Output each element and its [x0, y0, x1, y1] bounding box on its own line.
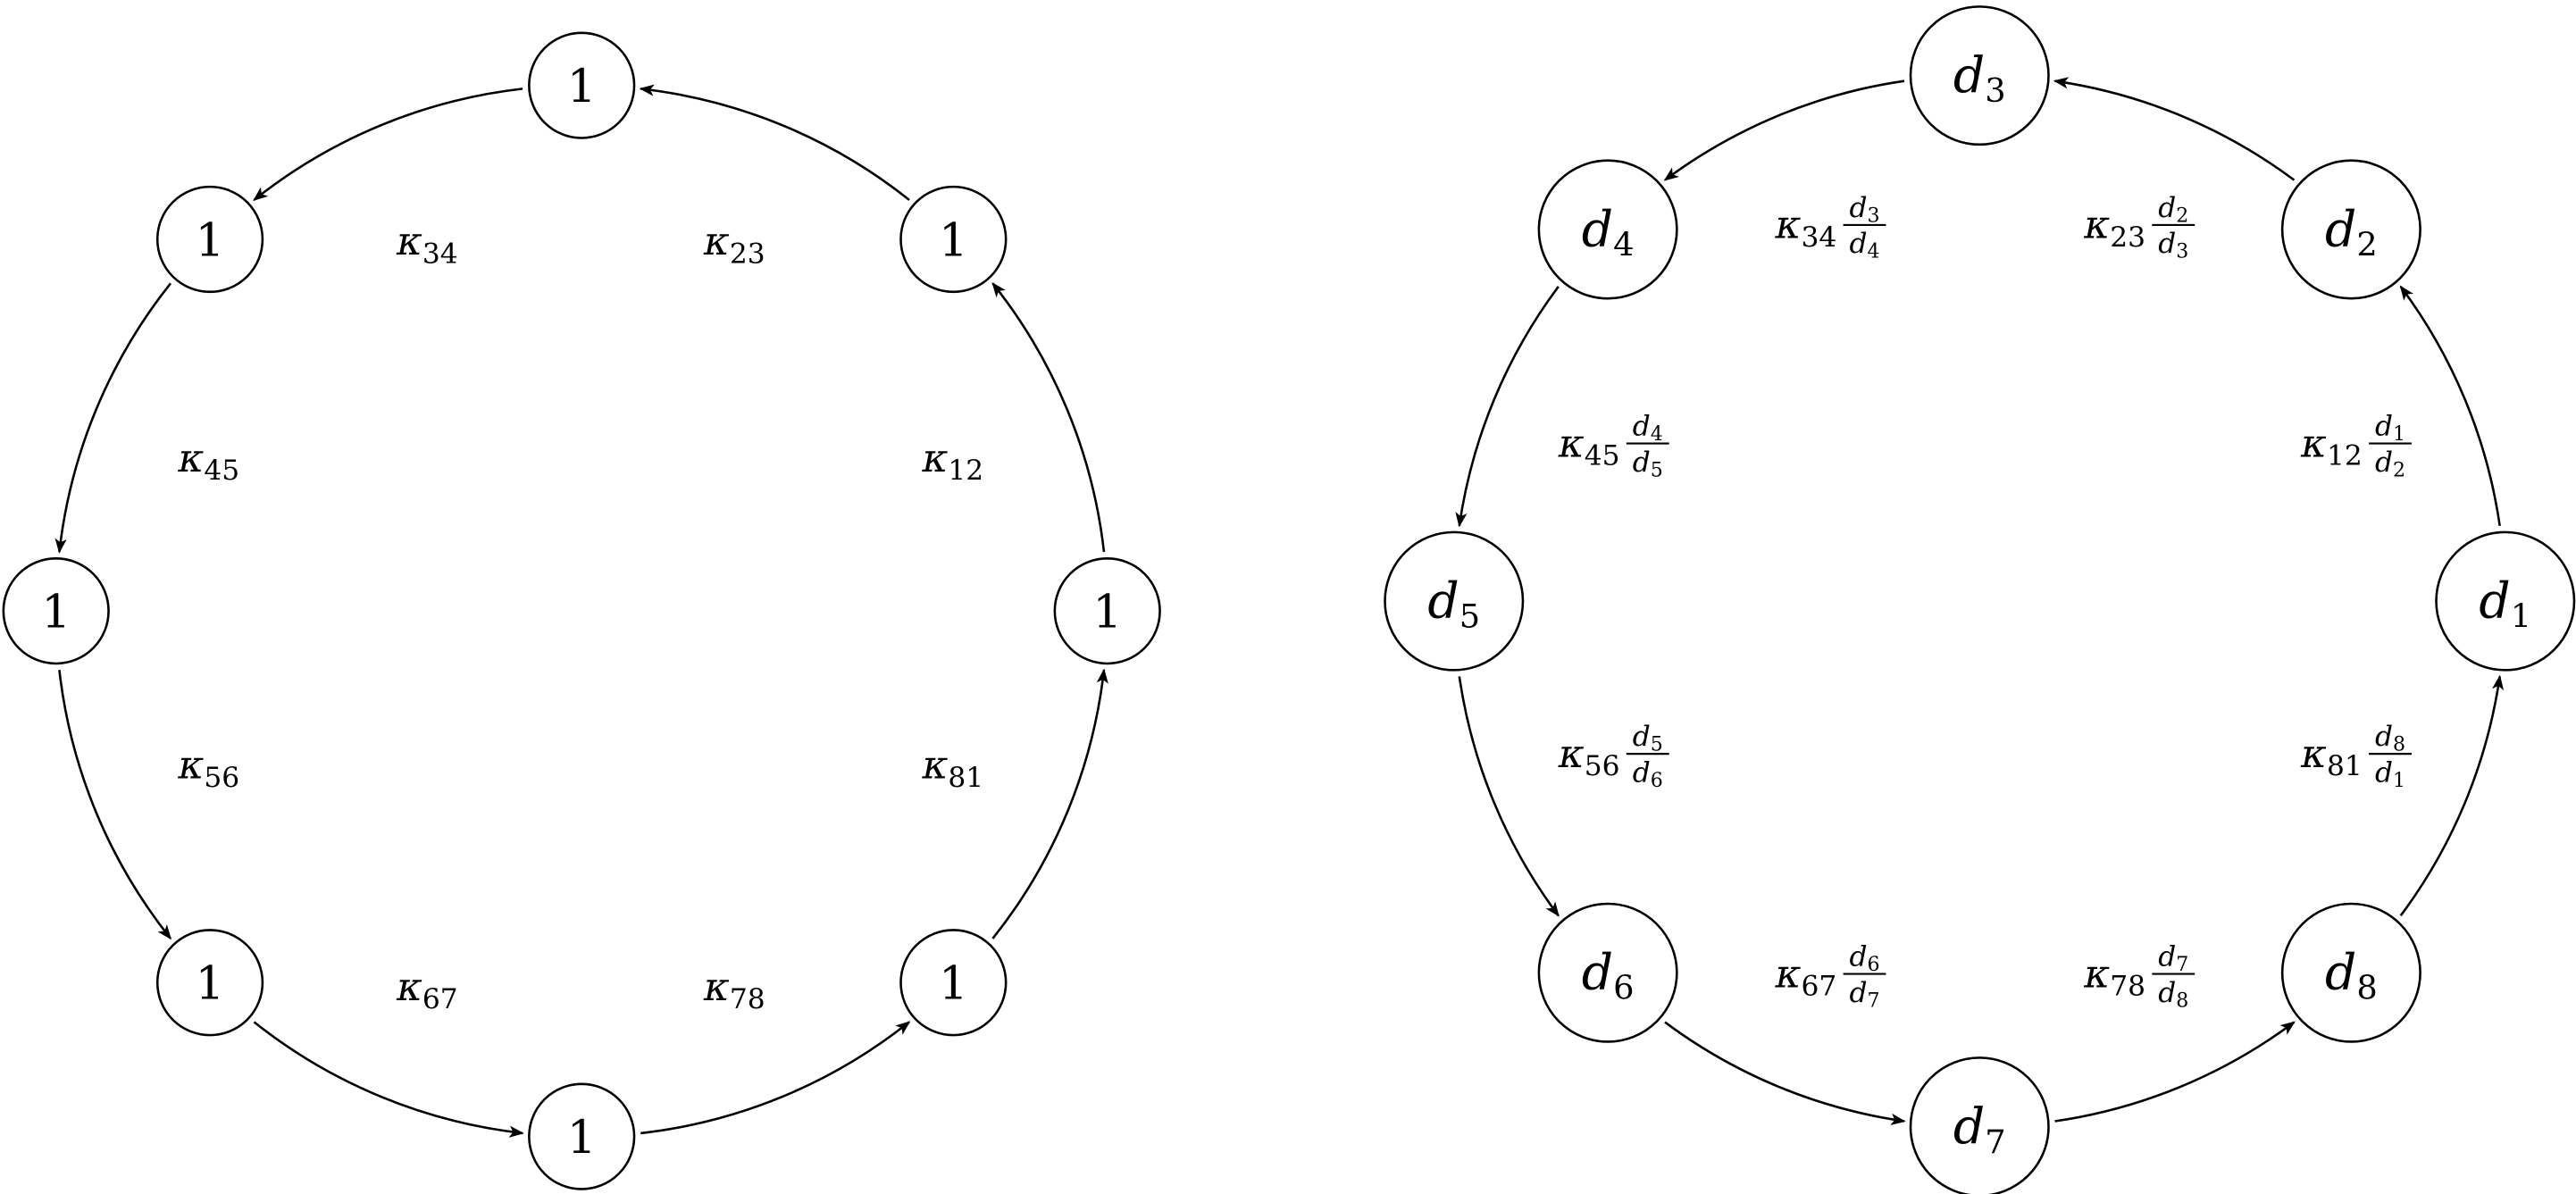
edge-arrow-8-1: [2399, 674, 2505, 917]
node-label: d5: [1427, 572, 1480, 635]
node-label: 1: [939, 957, 968, 1011]
fraction-denominator: d2: [2375, 447, 2405, 482]
node-circle: [1909, 1056, 2050, 1194]
node-label: d6: [1582, 945, 1635, 1007]
node-1: 1: [1053, 556, 1161, 665]
fraction-numerator: d7: [2158, 940, 2188, 976]
fraction-numerator: d8: [2375, 721, 2405, 756]
node-label: d1: [2479, 572, 2531, 635]
edge-arrow-7-8: [2054, 1021, 2296, 1123]
edge-rate-label-12: κ12: [921, 436, 983, 487]
edge-rate-label-45: κ45: [1558, 421, 1620, 472]
node-2: d2: [2280, 159, 2421, 300]
edge-arrow-5-6: [1458, 676, 1560, 917]
node-4: d4: [1537, 159, 1678, 300]
fraction-numerator: d2: [2158, 192, 2188, 228]
fraction-denominator: d5: [1633, 447, 1663, 482]
edge-arrow-3-4: [1663, 79, 1905, 181]
edge-rate-label-23: κ23: [2083, 203, 2145, 254]
node-circle: [899, 929, 1008, 1037]
node-label: 1: [196, 957, 225, 1011]
edge-rate-label-12: κ12: [2300, 421, 2363, 472]
fraction-numerator: d1: [2375, 410, 2405, 446]
edge-rate-label-56: κ56: [1558, 731, 1620, 782]
fraction-numerator: d5: [1633, 721, 1663, 756]
edge-arrow-6-7: [253, 1021, 524, 1138]
edge-rate-label-78: κ78: [2083, 951, 2145, 1002]
fraction-denominator: d6: [1633, 756, 1663, 792]
edge-rate-label-23: κ23: [703, 219, 765, 270]
edge-arrow-2-3: [2053, 77, 2296, 181]
node-circle: [155, 185, 264, 294]
node-label: 1: [196, 213, 225, 267]
node-circle: [1537, 902, 1678, 1043]
fraction-denominator: d7: [1849, 977, 1879, 1013]
node-circle: [1909, 5, 2050, 146]
edge-rate-label-34: κ34: [396, 219, 458, 270]
fraction-denominator: d1: [2375, 756, 2405, 792]
edge-rate-label-45: κ45: [177, 436, 239, 487]
fraction-numerator: d6: [1849, 940, 1879, 976]
fraction-denominator: d3: [2158, 228, 2188, 263]
node-circle: [2, 556, 110, 665]
node-8: d8: [2280, 902, 2421, 1043]
node-6: d6: [1537, 902, 1678, 1043]
node-label: d7: [1953, 1098, 2006, 1161]
edge-rate-label-78: κ78: [703, 964, 765, 1015]
node-circle: [2280, 159, 2421, 300]
edge-arrow-1-2: [991, 282, 1106, 553]
fraction-denominator: d8: [2158, 977, 2188, 1013]
edge-rate-label-81: κ81: [2300, 731, 2363, 782]
fraction-denominator: d4: [1849, 228, 1879, 263]
edge-rate-label-56: κ56: [177, 743, 239, 794]
node-label: d8: [2325, 945, 2378, 1007]
node-7: 1: [528, 1082, 636, 1190]
node-5: d5: [1384, 530, 1525, 672]
node-circle: [528, 1082, 636, 1190]
node-6: 1: [155, 929, 264, 1037]
node-label: 1: [41, 586, 71, 639]
node-circle: [2435, 530, 2576, 672]
node-5: 1: [2, 556, 110, 665]
edge-arrow-4-5: [54, 282, 171, 554]
node-circle: [1053, 556, 1161, 665]
node-circle: [528, 31, 636, 139]
fraction-numerator: d3: [1849, 192, 1879, 228]
edge-rate-label-67: κ67: [1775, 951, 1837, 1002]
edge-rate-label-67: κ67: [396, 964, 458, 1015]
node-label: d3: [1953, 47, 2006, 110]
edge-arrow-3-4: [253, 88, 523, 201]
edge-arrow-6-7: [1664, 1021, 1906, 1125]
node-label: 1: [567, 1111, 597, 1165]
fraction-numerator: d4: [1633, 410, 1663, 446]
node-label: d4: [1582, 201, 1635, 263]
left-cycle-graph: κ12 κ23 κ34 κ45 κ56 κ67 κ78 κ81 1 1 1 1 1 1 1 1: [2, 31, 1161, 1190]
edge-arrow-4-5: [1455, 286, 1560, 528]
edge-arrow-8-1: [991, 668, 1108, 939]
node-3: d3: [1909, 5, 2050, 146]
node-label: d2: [2325, 201, 2378, 263]
edge-arrow-2-3: [639, 84, 910, 201]
node-8: 1: [899, 929, 1008, 1037]
node-circle: [1384, 530, 1525, 672]
node-label: 1: [939, 213, 968, 267]
node-circle: [2280, 902, 2421, 1043]
node-1: d1: [2435, 530, 2576, 672]
node-3: 1: [528, 31, 636, 139]
node-label: 1: [567, 60, 597, 113]
node-circle: [155, 929, 264, 1037]
node-7: d7: [1909, 1056, 2050, 1194]
node-2: 1: [899, 185, 1008, 294]
node-4: 1: [155, 185, 264, 294]
right-cycle-graph: κ12d1d2κ23d2d3κ34d3d4κ45d4d5κ56d5d6κ67d6…: [1384, 5, 2576, 1194]
edge-arrow-1-2: [2399, 285, 2501, 526]
node-circle: [1537, 159, 1678, 300]
edge-rate-label-34: κ34: [1775, 203, 1837, 254]
node-label: 1: [1092, 586, 1122, 639]
edge-arrow-5-6: [58, 670, 172, 940]
edge-arrow-7-8: [640, 1021, 911, 1135]
edge-rate-label-81: κ81: [921, 743, 983, 794]
node-circle: [899, 185, 1008, 294]
